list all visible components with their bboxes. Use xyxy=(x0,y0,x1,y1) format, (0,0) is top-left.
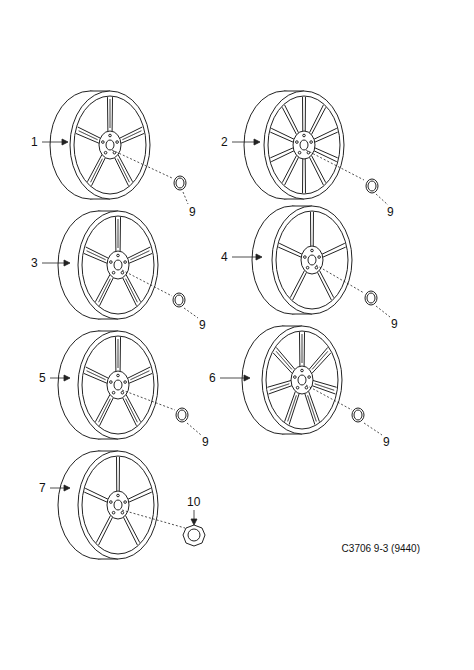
callout-number: 9 xyxy=(201,435,210,449)
callout-number: 9 xyxy=(188,205,197,219)
callout-number: 5 xyxy=(38,371,47,385)
callout-number: 9 xyxy=(386,205,395,219)
alloy-wheel xyxy=(58,211,158,319)
callout-number: 4 xyxy=(220,250,229,264)
alloy-wheel xyxy=(244,91,344,199)
alloy-wheel xyxy=(242,326,342,434)
alloy-wheel xyxy=(58,451,158,559)
alloy-wheel xyxy=(50,91,150,199)
callout-number: 2 xyxy=(220,135,229,149)
callout-number: 10 xyxy=(186,495,201,509)
callout-number: 3 xyxy=(30,256,39,270)
alloy-wheel xyxy=(58,331,158,439)
alloy-wheel xyxy=(252,206,352,314)
figure-caption: C3706 9-3 (9440) xyxy=(342,543,420,554)
callout-number: 1 xyxy=(30,135,39,149)
callout-number: 6 xyxy=(208,371,217,385)
callout-number: 9 xyxy=(382,435,391,449)
callout-number: 9 xyxy=(198,318,207,332)
callout-number: 7 xyxy=(38,481,47,495)
callout-number: 9 xyxy=(390,317,399,331)
